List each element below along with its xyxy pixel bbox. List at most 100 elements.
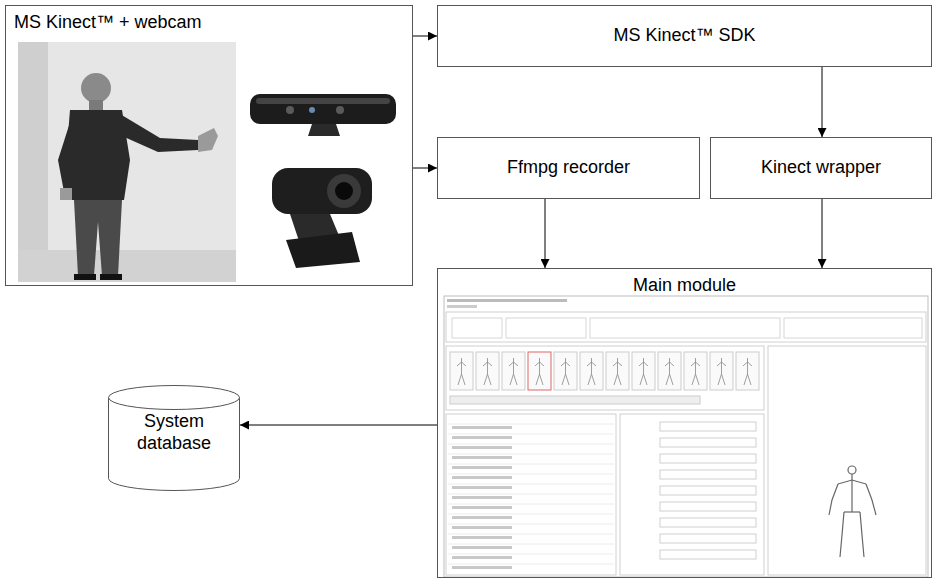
skeleton-leg xyxy=(860,512,864,557)
table-cell-mark xyxy=(452,496,512,499)
thumbnail-skeleton xyxy=(561,362,570,366)
frame-thumbnail xyxy=(684,352,707,390)
table-row-line xyxy=(448,524,614,525)
recording-table xyxy=(446,414,616,575)
table-row-line xyxy=(448,434,614,435)
thumbnail-frame xyxy=(736,352,759,390)
box-label: MS Kinect™ SDK xyxy=(613,25,755,47)
skeleton-panel xyxy=(768,346,926,575)
skeleton-hips xyxy=(844,511,860,512)
form-field xyxy=(660,438,756,447)
thumbnail-skeleton xyxy=(691,362,700,366)
person-hand xyxy=(198,128,218,152)
frame-thumbnail xyxy=(736,352,759,390)
kinect-led xyxy=(309,107,315,113)
presenter-photo xyxy=(18,42,236,282)
parameters-panel xyxy=(446,312,926,342)
thumbnail-skeleton xyxy=(644,374,648,385)
arrow-connector xyxy=(413,36,437,37)
thumbnail-skeleton xyxy=(462,374,466,385)
table-row-line xyxy=(448,454,614,455)
box-label: Ffmpg recorder xyxy=(507,157,630,179)
frame-thumbnail xyxy=(502,352,525,390)
kinect-base xyxy=(308,124,340,136)
table-cell-mark xyxy=(452,546,512,549)
working-mode-group xyxy=(452,318,502,338)
table-row-line xyxy=(448,444,614,445)
table-row-line xyxy=(448,554,614,555)
person-head xyxy=(81,73,111,103)
photo-background xyxy=(18,42,236,282)
thumbnail-frame xyxy=(502,352,525,390)
database-cylinder: System database xyxy=(108,385,240,491)
arrow-connector xyxy=(240,425,437,426)
thumbnail-skeleton xyxy=(566,374,570,385)
thumbnail-skeleton xyxy=(743,362,752,366)
form-field xyxy=(660,470,756,479)
table-row-line xyxy=(448,564,614,565)
photo-floor xyxy=(18,250,236,282)
table-row-line xyxy=(448,424,614,425)
form-field xyxy=(660,422,756,431)
table-row-line xyxy=(448,474,614,475)
table-cell-mark xyxy=(452,506,512,509)
frame-thumbnail xyxy=(632,352,655,390)
frame-thumbnail xyxy=(476,352,499,390)
webcam-lens xyxy=(335,182,353,200)
table-row-line xyxy=(448,484,614,485)
thumbnail-frame xyxy=(606,352,629,390)
frame-thumbnail xyxy=(658,352,681,390)
table-row-line xyxy=(448,464,614,465)
box-heading: System database xyxy=(116,411,232,454)
timeline-bar xyxy=(450,396,700,404)
thumbnail-skeleton xyxy=(717,362,726,366)
thumbnail-skeleton xyxy=(592,374,596,385)
arrow-connector xyxy=(413,168,437,169)
frame-thumbnail xyxy=(710,352,733,390)
kinect-highlight xyxy=(256,98,390,104)
frame-thumbnail xyxy=(528,352,551,390)
menu-bar xyxy=(447,305,477,308)
person-shoe xyxy=(100,274,122,280)
form-field xyxy=(660,518,756,527)
person-shoe xyxy=(74,274,96,280)
thumbnail-frame xyxy=(580,352,603,390)
thumbnail-frame xyxy=(554,352,577,390)
thumbnail-skeleton xyxy=(509,362,518,366)
person-neck xyxy=(89,100,103,110)
person-lower-arm xyxy=(58,116,82,192)
frame-thumbnail xyxy=(450,352,473,390)
skeleton-leg xyxy=(840,512,844,557)
table-cell-mark xyxy=(452,526,512,529)
skeleton-shoulders xyxy=(838,480,866,484)
thumbnail-frame xyxy=(450,352,473,390)
thumbnail-frame xyxy=(528,352,551,390)
thumbnail-frame xyxy=(658,352,681,390)
thumbnail-skeleton xyxy=(457,362,466,366)
media-recording-group xyxy=(784,318,922,338)
table-row-line xyxy=(448,494,614,495)
thumbnail-frame xyxy=(476,352,499,390)
skeleton-arm xyxy=(829,484,838,515)
thumbnail-frame xyxy=(710,352,733,390)
skeleton-joint xyxy=(848,466,856,474)
table-cell-mark xyxy=(452,476,512,479)
thumbnail-skeleton xyxy=(488,374,492,385)
cylinder-body xyxy=(109,397,240,491)
window-frame xyxy=(444,296,928,577)
sensor-group xyxy=(506,318,586,338)
kinect-body xyxy=(250,94,396,124)
process-box: Kinect wrapper xyxy=(710,137,932,199)
webcam xyxy=(272,168,372,268)
table-row-line xyxy=(448,514,614,515)
table-row-line xyxy=(448,504,614,505)
kinect-lens xyxy=(336,106,344,114)
thumbnail-skeleton xyxy=(670,374,674,385)
thumbnail-frame xyxy=(632,352,655,390)
form-field xyxy=(660,486,756,495)
table-cell-mark xyxy=(452,486,512,489)
webcam-lens-ring xyxy=(327,174,361,208)
frame-sequence-panel xyxy=(446,346,764,410)
